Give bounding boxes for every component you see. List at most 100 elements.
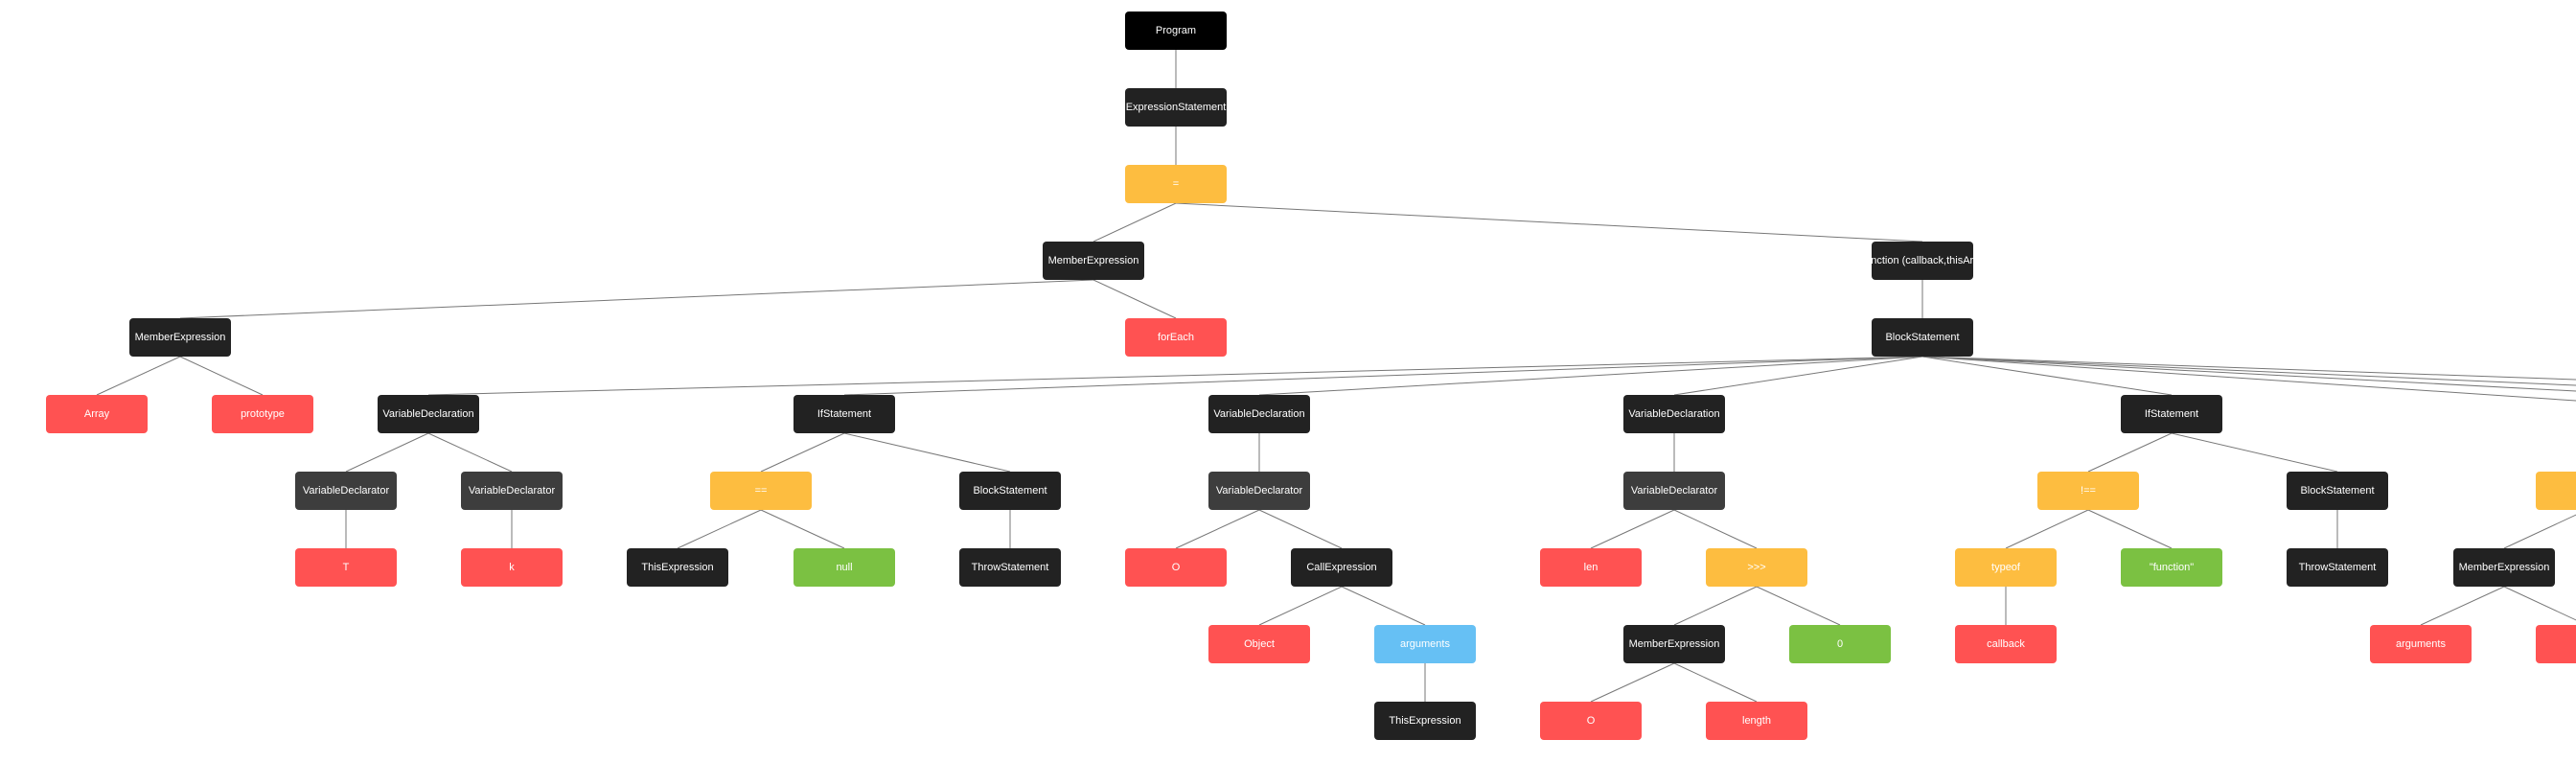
ast-node: length xyxy=(1706,702,1807,740)
edge-n22-n34 xyxy=(2087,509,2173,549)
ast-node-label: O xyxy=(1586,715,1596,727)
edge-n8-off1 xyxy=(1921,356,2576,381)
ast-node-label: VariableDeclarator xyxy=(1215,485,1303,497)
edge-n11-n16 xyxy=(345,432,429,473)
edge-n8-n13 xyxy=(1258,356,1923,396)
edge-n6-n10 xyxy=(179,356,264,396)
ast-node: IfStatement xyxy=(2121,395,2222,433)
edge-n21-n32 xyxy=(1673,509,1758,549)
ast-node-label: Program xyxy=(1155,25,1197,36)
ast-node: arguments xyxy=(1374,625,1476,663)
ast-node: BlockStatement xyxy=(1872,318,1973,357)
ast-node-label: T xyxy=(342,562,350,573)
ast-node-label: MemberExpression xyxy=(134,332,226,343)
ast-node: O xyxy=(1125,548,1227,587)
ast-node: O xyxy=(1540,702,1642,740)
edge-n21-n31 xyxy=(1590,509,1675,549)
ast-node: VariableDeclaration xyxy=(1623,395,1725,433)
ast-node: arguments xyxy=(2370,625,2472,663)
edge-n44-n45 xyxy=(2503,514,2576,549)
edge-n12-n19 xyxy=(843,432,1011,473)
edge-n8-n14 xyxy=(1673,356,1923,396)
ast-node: ThisExpression xyxy=(1374,702,1476,740)
ast-node-label: VariableDeclarator xyxy=(468,485,556,497)
ast-node-label: VariableDeclaration xyxy=(1628,408,1720,420)
ast-node-label: callback xyxy=(1987,638,2025,650)
ast-node: ThrowStatement xyxy=(959,548,1061,587)
ast-node-label: >>> xyxy=(1747,562,1766,573)
ast-node-label: BlockStatement xyxy=(1885,332,1960,343)
ast-node-label: VariableDeclaration xyxy=(382,408,474,420)
ast-node xyxy=(2536,625,2576,663)
edge-n8-off3 xyxy=(1921,356,2576,392)
ast-node: forEach xyxy=(1125,318,1227,357)
ast-node-label: O xyxy=(1171,562,1181,573)
ast-node: BlockStatement xyxy=(2287,472,2388,510)
edge-n32-n38 xyxy=(1673,586,1758,626)
edge-n18-n27 xyxy=(760,509,845,549)
ast-node-label: Object xyxy=(1244,638,1275,650)
ast-node: MemberExpression xyxy=(2453,548,2555,587)
edge-n4-n7 xyxy=(1092,279,1177,319)
ast-node: = xyxy=(1125,165,1227,203)
ast-node: Array xyxy=(46,395,148,433)
ast-node: ThrowStatement xyxy=(2287,548,2388,587)
ast-node-label: prototype xyxy=(241,408,285,420)
ast-node: IfStatement xyxy=(794,395,895,433)
ast-node-label: BlockStatement xyxy=(2300,485,2375,497)
ast-node: ThisExpression xyxy=(627,548,728,587)
edge-n3-n5 xyxy=(1175,202,1923,243)
ast-node-label: IfStatement xyxy=(816,408,872,420)
ast-node-label: !== xyxy=(2081,485,2096,497)
ast-node: Object xyxy=(1208,625,1310,663)
ast-node: k xyxy=(461,548,563,587)
ast-node: BlockStatement xyxy=(959,472,1061,510)
ast-node-label: "function" xyxy=(2149,562,2195,573)
ast-node-label: null xyxy=(836,562,853,573)
edge-n20-n29 xyxy=(1175,509,1260,549)
ast-node-label: VariableDeclarator xyxy=(302,485,390,497)
ast-node: 0 xyxy=(1789,625,1891,663)
ast-node-label: BlockStatement xyxy=(973,485,1047,497)
edge-n8-off4 xyxy=(1921,356,2576,402)
edge-n22-n33 xyxy=(2005,509,2089,549)
ast-node: CallExpression xyxy=(1291,548,1392,587)
ast-node-label: arguments xyxy=(1400,638,1450,650)
ast-node-label: IfStatement xyxy=(2144,408,2199,420)
edge-n8-n11 xyxy=(427,356,1923,396)
ast-node-label: == xyxy=(754,485,768,497)
edge-n38-n43 xyxy=(1673,662,1758,703)
ast-node: MemberExpression xyxy=(1623,625,1725,663)
edge-n45-n47 xyxy=(2503,586,2576,621)
ast-node: VariableDeclarator xyxy=(1623,472,1725,510)
ast-node: typeof xyxy=(1955,548,2057,587)
ast-node: VariableDeclaration xyxy=(378,395,479,433)
ast-node-label: arguments xyxy=(2396,638,2446,650)
ast-node-label: ThrowStatement xyxy=(2298,562,2377,573)
ast-node: VariableDeclarator xyxy=(1208,472,1310,510)
ast-node-label: ExpressionStatement xyxy=(1125,102,1227,113)
edge-n32-n39 xyxy=(1756,586,1841,626)
ast-node: VariableDeclaration xyxy=(1208,395,1310,433)
ast-node: prototype xyxy=(212,395,313,433)
ast-node-label: ThrowStatement xyxy=(971,562,1049,573)
ast-node-label: VariableDeclarator xyxy=(1630,485,1718,497)
ast-node: null xyxy=(794,548,895,587)
ast-node: ExpressionStatement xyxy=(1125,88,1227,127)
ast-node-label: forEach xyxy=(1158,332,1194,343)
edge-n30-n36 xyxy=(1258,586,1343,626)
edge-n6-n9 xyxy=(96,356,181,396)
ast-node-label: MemberExpression xyxy=(1047,255,1139,266)
edge-n11-n17 xyxy=(427,432,513,473)
ast-node: len xyxy=(1540,548,1642,587)
ast-node-label: MemberExpression xyxy=(1628,638,1720,650)
ast-node: VariableDeclarator xyxy=(295,472,397,510)
ast-node: >>> xyxy=(1706,548,1807,587)
ast-node: function (callback,thisArg) xyxy=(1872,242,1973,280)
edge-n30-n37 xyxy=(1341,586,1426,626)
ast-node: MemberExpression xyxy=(129,318,231,357)
ast-node-label: CallExpression xyxy=(1306,562,1377,573)
ast-node-label: k xyxy=(509,562,515,573)
